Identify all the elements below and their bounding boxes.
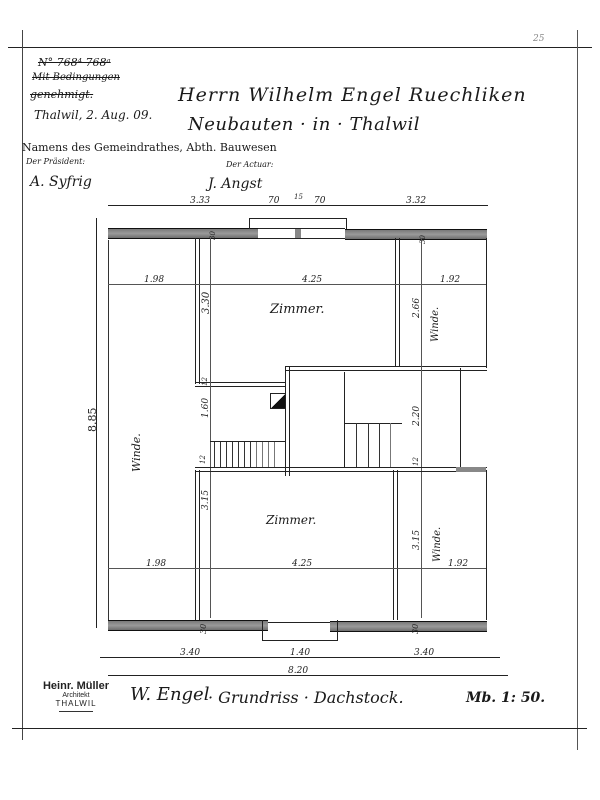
right-upper-depth: 2.66 <box>412 297 422 318</box>
window-sill-bottom <box>258 238 345 239</box>
upper-room-bottom-wall-right <box>285 366 397 371</box>
bottom-wall-right <box>330 621 487 632</box>
bottom-dim-right: 3.40 <box>414 648 435 658</box>
room-label-lower-right-winde: Winde. <box>432 526 443 562</box>
bottom-dim-left: 3.40 <box>180 648 201 658</box>
wall-thickness-bottom-right: 30 <box>411 623 420 634</box>
left-width-lower: 1.98 <box>146 559 167 569</box>
lower-room-depth: 3.15 <box>201 489 211 510</box>
right-recess-line <box>460 368 461 470</box>
overall-height-dim: 8.85 <box>86 407 99 433</box>
sheet-border-right <box>577 30 578 750</box>
lower-room-left-wall <box>195 470 200 620</box>
lower-room-width: 4.25 <box>292 559 313 569</box>
upper-dim-line <box>108 284 486 285</box>
hall-depth-left: 1.60 <box>201 397 211 418</box>
architect-name: Heinr. Müller <box>42 680 110 692</box>
middle-wall <box>195 467 487 472</box>
upper-room-right-wall <box>395 238 400 366</box>
overall-width-dim: 8.20 <box>288 666 309 676</box>
project-title: Neubauten · in · Thalwil <box>188 114 421 135</box>
hall-left-wall <box>285 366 290 476</box>
sheet-border-top <box>8 47 592 48</box>
top-dim-window-b: 70 <box>314 196 326 206</box>
right-width-lower: 1.92 <box>448 559 469 569</box>
partition-thickness-b: 12 <box>199 455 207 464</box>
stair-right-edge <box>344 372 345 467</box>
upper-room-left-wall <box>195 238 200 384</box>
right-width-upper: 1.92 <box>440 275 461 285</box>
window-mullion <box>295 229 301 238</box>
bottom-dim-line-2 <box>108 675 508 676</box>
right-attic-bottom-wall <box>395 366 487 371</box>
architect-title: Architekt <box>62 692 90 699</box>
owner-signature: W. Engel <box>130 684 210 705</box>
middle-wall-right-shaded <box>456 467 486 472</box>
president-signature: A. Syfrig <box>30 174 92 190</box>
sheet-border-left <box>22 30 23 740</box>
lower-dim-line <box>108 568 486 569</box>
chimney <box>270 393 286 409</box>
top-dim-window-a: 70 <box>268 196 280 206</box>
top-dim-left: 3.33 <box>190 196 211 206</box>
stair-right-top <box>344 423 402 424</box>
inner-vertical-dim-line <box>210 238 211 618</box>
wall-thickness-bottom-left: 30 <box>199 623 208 634</box>
dormer-window <box>249 218 347 229</box>
client-name: Herrn Wilhelm Engel Ruechliken <box>178 84 527 106</box>
architect-town: THALWIL <box>55 699 97 708</box>
room-label-left-winde: Winde. <box>130 433 143 472</box>
right-lower-depth: 3.15 <box>412 529 422 550</box>
room-label-upper-right-winde: Winde. <box>430 306 441 342</box>
upper-room-width: 4.25 <box>302 275 323 285</box>
room-label-upper-zimmer: Zimmer. <box>270 302 325 317</box>
hall-depth-right: 2.20 <box>412 405 422 426</box>
top-dim-mullion: 15 <box>294 193 303 201</box>
upper-room-depth: 3.30 <box>201 291 212 314</box>
stair-left <box>210 441 286 467</box>
president-label: Der Präsident: <box>26 157 86 166</box>
bottom-window-sill <box>268 622 330 623</box>
right-wall-upper <box>486 238 487 368</box>
bottom-dim-line-1 <box>100 657 500 658</box>
partition-thickness-c: 12 <box>412 457 420 466</box>
bottom-dim-center: 1.40 <box>290 648 311 658</box>
drawing-title: · Grundriss · Dachstock. <box>208 688 404 707</box>
top-dimension-line <box>108 205 488 206</box>
left-outer-line <box>108 240 109 630</box>
right-wall-lower <box>486 470 487 620</box>
top-wall-left <box>108 228 258 239</box>
sheet-number: 25 <box>533 34 545 44</box>
right-vertical-dim-line <box>421 238 422 618</box>
approval-place-date: Thalwil, 2. Aug. 09. <box>34 108 153 122</box>
top-dim-right: 3.32 <box>406 196 427 206</box>
authority-line: Namens des Gemeindrathes, Abth. Bauwesen <box>22 141 277 154</box>
bottom-window <box>262 620 338 641</box>
approval-number: N° 768⁴ 768ᵃ <box>38 56 111 69</box>
actuary-label: Der Actuar: <box>226 160 274 169</box>
sheet-border-bottom <box>12 728 587 729</box>
approval-note-line2: genehmigt. <box>30 88 94 101</box>
stamp-rule <box>59 711 93 712</box>
bottom-wall-left <box>108 620 268 631</box>
lower-room-right-wall <box>393 470 398 620</box>
partition-thickness-a: 12 <box>201 377 209 386</box>
architect-stamp: Heinr. Müller Architekt THALWIL <box>40 680 112 712</box>
drawing-scale: Mb. 1: 50. <box>466 690 546 706</box>
stair-right <box>344 423 402 467</box>
upper-room-bottom-wall-left <box>195 382 285 387</box>
approval-note-line1: Mit Bedingungen <box>32 72 120 83</box>
room-label-lower-zimmer: Zimmer. <box>266 513 317 527</box>
top-wall-right <box>345 229 487 240</box>
left-width-upper: 1.98 <box>144 275 165 285</box>
actuary-signature: J. Angst <box>208 176 263 192</box>
overall-height-line <box>96 218 97 628</box>
window-sill-top <box>258 228 345 229</box>
